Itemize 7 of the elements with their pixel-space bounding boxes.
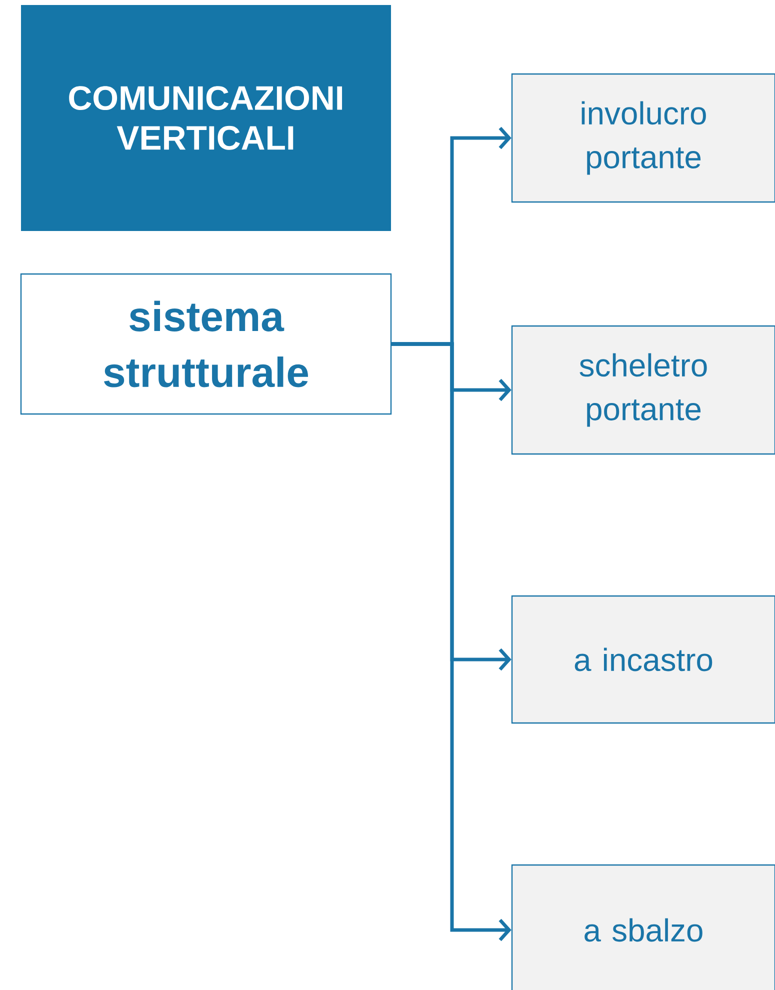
category-box: a sbalzo: [511, 864, 775, 990]
category-box: involucro portante: [511, 73, 775, 203]
category-box: a incastro: [511, 595, 775, 724]
header-box: COMUNICAZIONI VERTICALI: [21, 5, 391, 231]
category-box: scheletro portante: [511, 325, 775, 455]
system-box: sistema strutturale: [20, 273, 392, 415]
arrow: [392, 342, 512, 942]
